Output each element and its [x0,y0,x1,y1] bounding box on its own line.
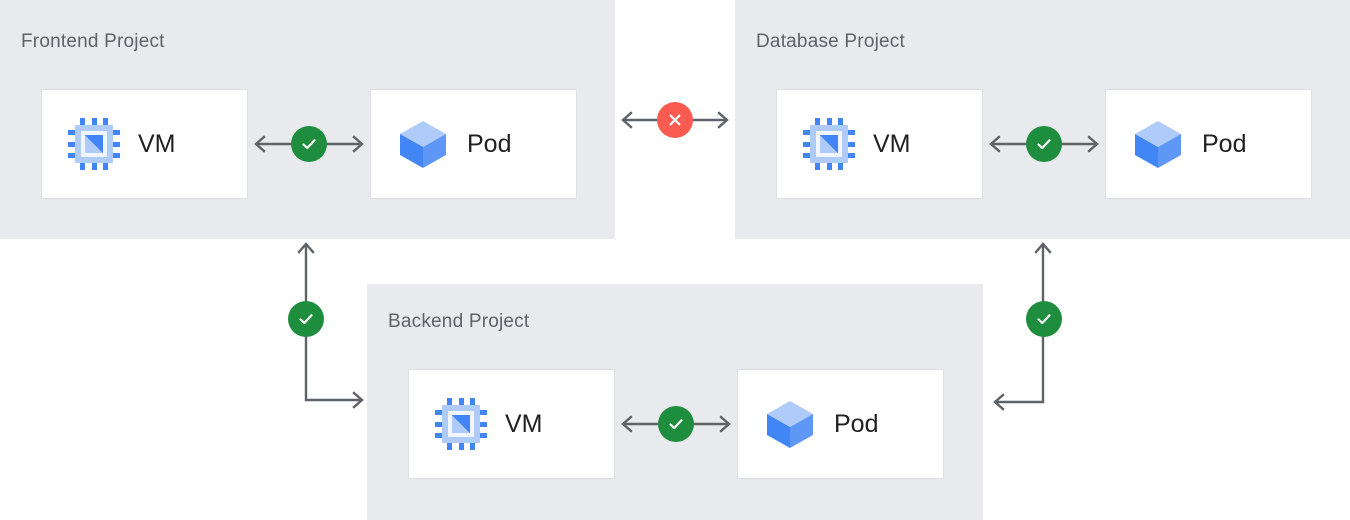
check-icon [299,314,313,325]
connector-backend-frontend [290,236,380,411]
card-label-frontend-vm: VM [138,129,176,158]
pod-cube-icon [1132,118,1184,170]
vm-chip-icon [68,118,120,170]
card-label-frontend-pod: Pod [467,129,512,158]
panel-title-backend: Backend Project [388,311,530,332]
card-backend-vm[interactable]: VM [408,369,615,479]
close-icon [669,114,681,126]
card-label-backend-pod: Pod [834,409,879,438]
card-frontend-pod[interactable]: Pod [370,89,577,199]
card-label-database-vm: VM [873,129,911,158]
card-label-backend-vm: VM [505,409,543,438]
status-badge-frontend-database-blocked[interactable] [657,102,693,138]
status-badge-backend-frontend-check[interactable] [288,301,324,337]
panel-title-database: Database Project [756,31,905,52]
card-label-database-pod: Pod [1202,129,1247,158]
check-icon [302,139,316,150]
check-icon [1037,314,1051,325]
vm-chip-icon [435,398,487,450]
check-icon [669,419,683,430]
pod-cube-icon [764,398,816,450]
card-database-vm[interactable]: VM [776,89,983,199]
connector-backend-database [985,236,1075,411]
card-backend-pod[interactable]: Pod [737,369,944,479]
status-badge-backend-internal-check[interactable] [658,406,694,442]
check-icon [1037,139,1051,150]
status-badge-database-internal-check[interactable] [1026,126,1062,162]
pod-cube-icon [397,118,449,170]
panel-title-frontend: Frontend Project [21,31,165,52]
vm-chip-icon [803,118,855,170]
status-badge-backend-database-check[interactable] [1026,301,1062,337]
status-badge-frontend-internal-check[interactable] [291,126,327,162]
card-database-pod[interactable]: Pod [1105,89,1312,199]
card-frontend-vm[interactable]: VM [41,89,248,199]
